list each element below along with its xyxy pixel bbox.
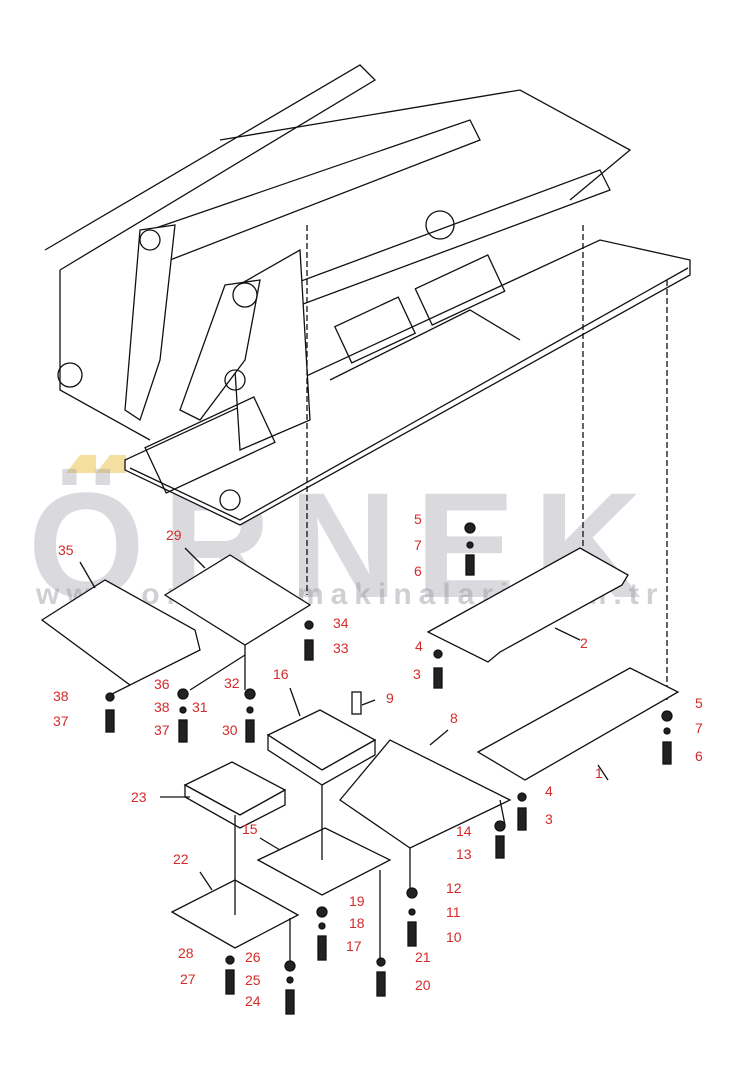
fasteners — [105, 522, 673, 1015]
callout-label: 10 — [446, 929, 462, 945]
callout-label: 37 — [53, 713, 69, 729]
callout-label: 31 — [192, 699, 208, 715]
callout-label: 18 — [349, 915, 365, 931]
callout-label: 11 — [446, 904, 461, 920]
callout-label: 3 — [413, 666, 421, 682]
leader-lines — [79, 547, 609, 965]
callout-label: 35 — [58, 542, 74, 558]
callout-label: 21 — [415, 949, 431, 965]
callout-label: 15 — [242, 821, 258, 837]
watermark-accent — [66, 455, 96, 473]
callout-label: 8 — [450, 710, 458, 726]
callout-label: 7 — [414, 537, 422, 553]
callout-label: 17 — [346, 938, 362, 954]
callout-label: 23 — [131, 789, 147, 805]
callout-label: 28 — [178, 945, 194, 961]
callout-label: 33 — [333, 640, 349, 656]
callout-label: 12 — [446, 880, 462, 896]
watermark-accent — [96, 455, 126, 473]
plate-2 — [426, 547, 629, 663]
plate-1 — [476, 667, 680, 781]
callout-label: 4 — [545, 783, 553, 799]
callout-label: 37 — [154, 722, 170, 738]
callout-label: 2 — [580, 635, 588, 651]
callout-label: 20 — [415, 977, 431, 993]
callout-label: 13 — [456, 846, 472, 862]
cover-plates — [40, 547, 680, 949]
block-16-side — [267, 733, 376, 786]
callout-label: 22 — [173, 851, 189, 867]
upper-frame — [44, 64, 691, 526]
callout-label: 27 — [180, 971, 196, 987]
callout-label: 19 — [349, 893, 365, 909]
guide-lines — [306, 225, 668, 700]
callout-label: 36 — [154, 676, 170, 692]
callout-label: 5 — [695, 695, 703, 711]
callout-label: 14 — [456, 823, 472, 839]
callout-label: 34 — [333, 615, 349, 631]
callout-label: 7 — [695, 720, 703, 736]
pin-9 — [351, 691, 362, 715]
callout-label: 6 — [695, 748, 703, 764]
callout-label: 29 — [166, 527, 182, 543]
callout-label: 32 — [224, 675, 240, 691]
callout-label: 9 — [386, 690, 394, 706]
plate-8 — [339, 739, 512, 849]
callout-label: 4 — [415, 638, 423, 654]
callout-label: 6 — [414, 563, 422, 579]
callout-label: 5 — [414, 511, 422, 527]
plate-15 — [256, 827, 392, 896]
callout-label: 38 — [154, 699, 170, 715]
callout-label: 30 — [222, 722, 238, 738]
callout-label: 25 — [245, 972, 261, 988]
callout-label: 24 — [245, 993, 261, 1009]
callout-label: 26 — [245, 949, 261, 965]
callout-label: 38 — [53, 688, 69, 704]
plate-29 — [163, 554, 312, 646]
callout-label: 1 — [595, 765, 603, 781]
callout-label: 16 — [273, 666, 289, 682]
callout-label: 3 — [545, 811, 553, 827]
